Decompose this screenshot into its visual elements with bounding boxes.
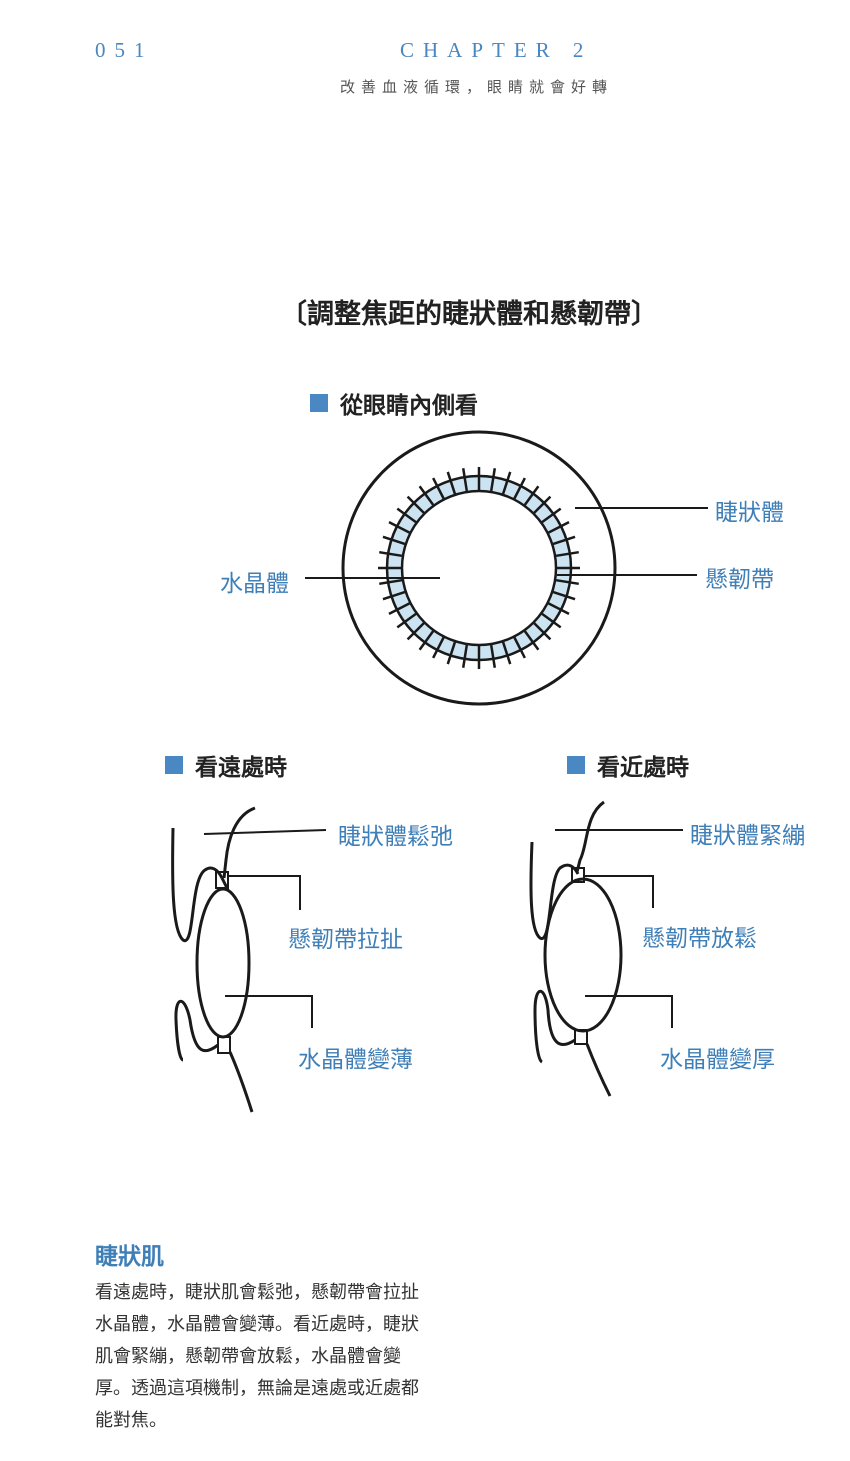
ciliary-tick bbox=[547, 602, 570, 615]
note-line: 水晶體，水晶體會變薄。看近處時，睫狀 bbox=[95, 1314, 419, 1335]
near-view-diagram bbox=[529, 800, 683, 1097]
ciliary-tick bbox=[382, 535, 406, 546]
figure-title: 〔調整焦距的睫狀體和懸韌帶〕 bbox=[280, 299, 658, 330]
ciliary-tick bbox=[552, 590, 576, 601]
ciliary-tick bbox=[541, 612, 562, 629]
ciliary-tick bbox=[388, 521, 411, 534]
ciliary-tick bbox=[513, 636, 526, 659]
ciliary-tick bbox=[446, 641, 457, 665]
ciliary-tick bbox=[446, 471, 457, 495]
note-line: 厚。透過這項機制，無論是遠處或近處都 bbox=[95, 1378, 419, 1399]
ciliary-tick bbox=[382, 590, 406, 601]
square-bullet-icon bbox=[310, 394, 328, 412]
section-inside-view: 從眼睛內側看 bbox=[310, 386, 478, 420]
label-ciliary-body: 睫狀體 bbox=[715, 500, 784, 526]
note-line: 肌會緊繃，懸韌帶會放鬆，水晶體會變 bbox=[95, 1346, 401, 1367]
square-bullet-icon bbox=[165, 756, 183, 774]
ciliary-tick bbox=[461, 644, 469, 668]
ciliary-tick bbox=[533, 495, 552, 514]
label-zonule: 懸韌帶 bbox=[705, 567, 774, 593]
ciliary-tick bbox=[396, 612, 417, 629]
ciliary-tick bbox=[432, 636, 445, 659]
chapter-subtitle: 改善血液循環，眼睛就會好轉 bbox=[340, 78, 614, 96]
ciliary-tick bbox=[396, 507, 417, 524]
ciliary-tick bbox=[501, 641, 512, 665]
label-far-ciliary: 睫狀體鬆弛 bbox=[338, 824, 453, 850]
ciliary-tick bbox=[388, 602, 411, 615]
section-heading: 看遠處時 bbox=[195, 755, 287, 781]
note-heading: 睫狀肌 bbox=[95, 1244, 164, 1270]
ciliary-tick bbox=[541, 507, 562, 524]
note-body: 看遠處時，睫狀肌會鬆弛，懸韌帶會拉扯 水晶體，水晶體會變薄。看近處時，睫狀 肌會… bbox=[95, 1277, 419, 1437]
ciliary-tick bbox=[547, 521, 570, 534]
ciliary-tick bbox=[489, 644, 497, 668]
label-lens: 水晶體 bbox=[220, 571, 289, 597]
section-heading: 看近處時 bbox=[597, 755, 689, 781]
note-line: 看遠處時，睫狀肌會鬆弛，懸韌帶會拉扯 bbox=[95, 1282, 419, 1303]
label-far-lens: 水晶體變薄 bbox=[298, 1047, 413, 1073]
ciliary-tick bbox=[501, 471, 512, 495]
ciliary-tick bbox=[552, 535, 576, 546]
section-heading: 從眼睛內側看 bbox=[340, 393, 478, 419]
ciliary-tick bbox=[555, 550, 579, 558]
ciliary-tick bbox=[523, 630, 540, 651]
ciliary-tick bbox=[555, 578, 579, 586]
far-view-diagram bbox=[171, 806, 327, 1113]
ciliary-tick bbox=[461, 468, 469, 492]
label-far-zonule: 懸韌帶拉扯 bbox=[288, 927, 403, 953]
ciliary-tick bbox=[513, 477, 526, 500]
ciliary-tick bbox=[379, 578, 403, 586]
section-near-view: 看近處時 bbox=[567, 748, 689, 782]
eye-outer-circle bbox=[341, 430, 617, 706]
note-line: 能對焦。 bbox=[95, 1410, 167, 1431]
label-near-lens: 水晶體變厚 bbox=[660, 1047, 775, 1073]
ciliary-tick bbox=[432, 477, 445, 500]
ciliary-tick bbox=[489, 468, 497, 492]
ciliary-tick bbox=[406, 495, 425, 514]
ciliary-tick bbox=[523, 485, 540, 506]
chapter-label: CHAPTER 2 bbox=[400, 38, 593, 62]
inside-view-diagram bbox=[305, 430, 708, 706]
ciliary-ticks bbox=[378, 467, 580, 669]
page-number: 051 bbox=[95, 38, 154, 62]
square-bullet-icon bbox=[567, 756, 585, 774]
label-near-zonule: 懸韌帶放鬆 bbox=[642, 926, 757, 952]
label-near-ciliary: 睫狀體緊繃 bbox=[690, 823, 805, 849]
ciliary-tick bbox=[406, 622, 425, 641]
ciliary-tick bbox=[533, 622, 552, 641]
ciliary-tick bbox=[379, 550, 403, 558]
section-far-view: 看遠處時 bbox=[165, 748, 287, 782]
ciliary-tick bbox=[418, 630, 435, 651]
ciliary-tick bbox=[418, 485, 435, 506]
